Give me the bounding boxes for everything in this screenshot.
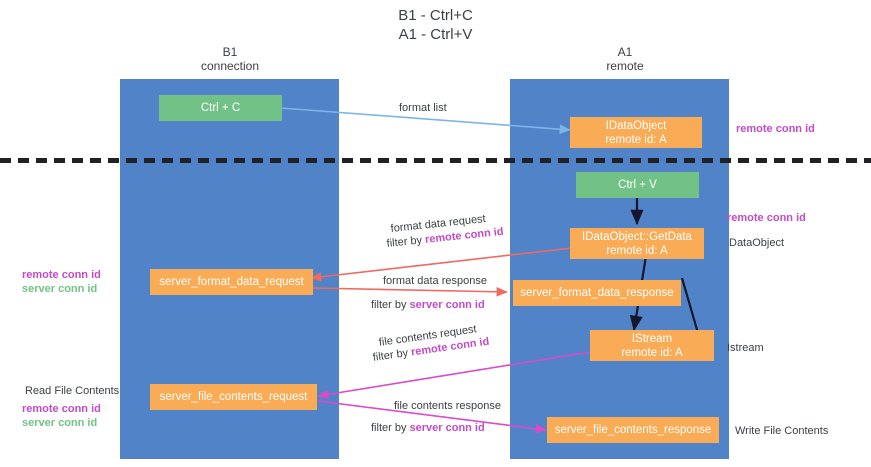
right-label-remote-conn-id-mid: remote conn id [727,212,806,224]
node-ctrl-c-label: Ctrl + C [200,102,241,114]
arrow-response-to-istream [680,277,702,341]
arrow-format-data-response [312,286,508,297]
filter-prefix: filter by [371,299,410,311]
column-header-b1: B1 connection [120,45,340,73]
node-idataobject-remote-label: IDataObject [605,119,667,132]
left-label-remote-conn-id-bottom: remote conn id [22,403,101,415]
left-label-server-conn-id-bottom: server conn id [22,417,98,429]
node-ctrl-v-label: Ctrl + V [618,179,657,191]
node-server-file-contents-request-label: server_file_contents_request [159,391,308,403]
filter-prefix: filter by [386,233,426,250]
node-server-format-data-request-label: server_format_data_request [159,276,304,288]
node-idataobject-remote[interactable]: IDataObject remote id: A [570,117,702,148]
filter-key-server-conn-id: server conn id [409,422,485,434]
node-server-file-contents-response[interactable]: server_file_contents_response [547,417,719,443]
arrow-file-contents-request [317,351,591,400]
node-idataobject-remote-sub: remote id: A [605,133,667,146]
edge-label-format-data-response: format data response [383,275,487,287]
node-server-format-data-request[interactable]: server_format_data_request [150,269,313,295]
left-label-remote-conn-id-mid: remote conn id [22,269,101,281]
edge-label-format-list: format list [399,102,447,114]
node-idataobject-getdata-sub: remote id: A [606,244,668,257]
node-server-file-contents-response-label: server_file_contents_response [554,424,712,436]
node-idataobject-getdata[interactable]: IDataObject::GetData remote id: A [570,228,704,259]
right-label-write-file-contents: Write File Contents [735,425,829,437]
column-header-a1-name: A1 [617,45,633,59]
column-header-a1: A1 remote [510,45,740,73]
column-header-b1-subtitle: connection [200,59,260,73]
right-label-remote-conn-id-top: remote conn id [736,123,815,135]
column-header-a1-subtitle: remote [606,59,644,73]
right-label-data-object: DataObject [729,237,785,249]
right-label-istream: Istream [727,342,764,354]
left-label-read-file-contents: Read File Contents [25,385,120,397]
section-divider [0,158,871,163]
node-istream-label: IStream [631,332,673,345]
edge-label-file-contents-response: file contents response [394,400,502,412]
column-header-b1-name: B1 [222,45,238,59]
node-server-format-data-response[interactable]: server_format_data_response [513,280,681,306]
node-ctrl-v[interactable]: Ctrl + V [576,172,699,198]
title-line-1: B1 - Ctrl+C [398,7,473,24]
left-label-server-conn-id-mid: server conn id [22,283,98,295]
filter-key-server-conn-id: server conn id [409,299,485,311]
node-istream[interactable]: IStream remote id: A [590,330,714,361]
node-ctrl-c[interactable]: Ctrl + C [159,95,282,121]
page-title: B1 - Ctrl+C A1 - Ctrl+V [0,6,871,44]
arrow-format-data-request [310,247,573,282]
node-istream-sub: remote id: A [621,346,683,359]
arrow-file-contents-response [317,400,547,434]
node-idataobject-getdata-label: IDataObject::GetData [582,230,692,243]
edge-label-file-contents-response-filter: filter by server conn id [371,421,485,435]
filter-prefix: filter by [371,422,410,434]
node-server-format-data-response-label: server_format_data_response [520,287,674,299]
node-server-file-contents-request[interactable]: server_file_contents_request [150,384,317,410]
arrow-format-list [280,107,571,134]
edge-label-format-data-response-filter: filter by server conn id [371,298,485,312]
title-line-2: A1 - Ctrl+V [398,26,473,43]
